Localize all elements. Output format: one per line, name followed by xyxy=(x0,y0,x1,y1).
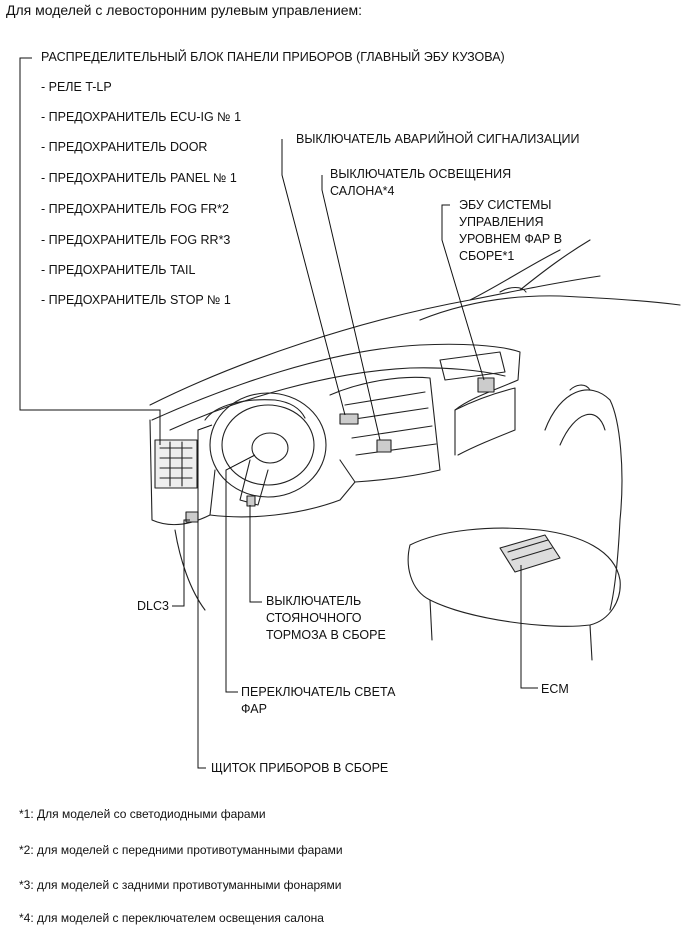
block-item: - ПРЕДОХРАНИТЕЛЬ FOG FR*2 xyxy=(41,202,229,216)
block-item: - ПРЕДОХРАНИТЕЛЬ PANEL № 1 xyxy=(41,171,237,185)
callout-ecm: ECM xyxy=(541,682,569,696)
footnote: *1: Для моделей со светодиодными фарами xyxy=(19,807,266,821)
seat-base xyxy=(429,599,593,661)
leader-main-block xyxy=(19,57,161,445)
steering-wheel-inner xyxy=(221,404,315,486)
room-light-part xyxy=(376,439,392,453)
vent-right xyxy=(439,351,506,381)
block-item: - ПРЕДОХРАНИТЕЛЬ TAIL xyxy=(41,263,196,277)
parking-brake-part xyxy=(246,495,256,507)
leader-dlc3 xyxy=(172,519,190,607)
callout-headlight-leveling-ecu: ЭБУ СИСТЕМЫ УПРАВЛЕНИЯ УРОВНЕМ ФАР В СБО… xyxy=(459,198,563,263)
glovebox xyxy=(454,387,516,456)
leveling-ecu-part xyxy=(477,377,495,393)
meter-hood xyxy=(204,399,306,421)
dash-contour xyxy=(169,367,506,431)
footnote: *2: для моделей с передними противотуман… xyxy=(19,843,343,857)
main-block-title: РАСПРЕДЕЛИТЕЛЬНЫЙ БЛОК ПАНЕЛИ ПРИБОРОВ (… xyxy=(41,50,505,64)
roof-line xyxy=(419,295,681,321)
seat-back xyxy=(544,389,623,611)
dash-lower xyxy=(209,481,356,518)
hazard-part xyxy=(339,413,359,425)
callout-room-light-switch: ВЫКЛЮЧАТЕЛЬ ОСВЕЩЕНИЯ САЛОНА*4 xyxy=(330,167,512,198)
block-item: - РЕЛЕ T-LP xyxy=(41,80,112,94)
seat-back-2 xyxy=(559,413,606,446)
callout-headlight-switch: ПЕРЕКЛЮЧАТЕЛЬ СВЕТА ФАР xyxy=(241,685,396,716)
ecm-detail xyxy=(507,539,553,561)
header-note: Для моделей с левосторонним рулевым упра… xyxy=(6,2,363,18)
block-item: - ПРЕДОХРАНИТЕЛЬ ECU-IG № 1 xyxy=(41,110,242,124)
mirror xyxy=(499,286,527,293)
b-pillar xyxy=(569,384,591,391)
windshield-outline xyxy=(149,275,601,406)
block-item: - ПРЕДОХРАНИТЕЛЬ STOP № 1 xyxy=(41,293,231,307)
junction-block xyxy=(154,439,198,489)
block-item: - ПРЕДОХРАНИТЕЛЬ DOOR xyxy=(41,140,208,154)
a-pillar xyxy=(469,239,591,301)
console-panel xyxy=(344,391,437,456)
leader-hazard xyxy=(281,139,346,416)
leader-meter xyxy=(197,424,213,769)
callout-hazard-switch: ВЫКЛЮЧАТЕЛЬ АВАРИЙНОЙ СИГНАЛИЗАЦИИ xyxy=(296,132,580,146)
callout-parking-brake-switch: ВЫКЛЮЧАТЕЛЬ СТОЯНОЧНОГО ТОРМОЗА В СБОРЕ xyxy=(266,594,386,642)
seat-cushion xyxy=(407,527,621,627)
dash-top xyxy=(151,343,521,456)
leader-headlight xyxy=(225,454,256,693)
leader-leveling xyxy=(441,204,485,381)
leader-ecm xyxy=(520,565,538,689)
leader-room-light xyxy=(321,175,381,441)
callout-dlc3: DLC3 xyxy=(137,599,169,613)
footnote: *4: для моделей с переключателем освещен… xyxy=(19,911,324,925)
block-item: - ПРЕДОХРАНИТЕЛЬ FOG RR*3 xyxy=(41,233,231,247)
steering-hub xyxy=(251,432,289,464)
junction-block-detail xyxy=(159,441,193,487)
ecm-unit xyxy=(499,534,561,573)
leader-parking xyxy=(249,505,262,603)
callout-combination-meter: ЩИТОК ПРИБОРОВ В СБОРЕ xyxy=(211,761,389,775)
center-console xyxy=(329,376,441,483)
steering-wheel xyxy=(209,392,327,498)
footnote: *3: для моделей с задними противотуманны… xyxy=(19,878,342,892)
knee-panel xyxy=(174,529,206,611)
